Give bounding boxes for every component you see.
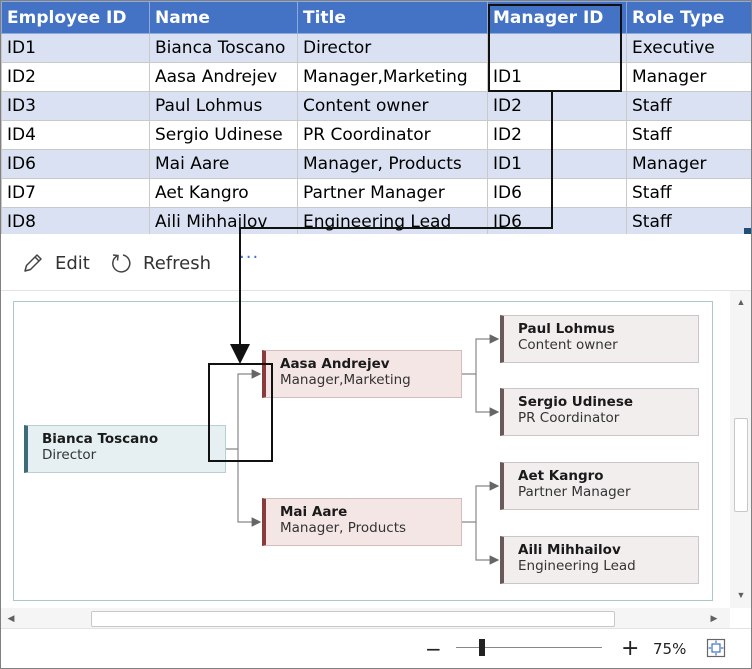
node-title: Partner Manager	[518, 484, 631, 500]
cell[interactable]: ID1	[487, 149, 627, 179]
node-name: Bianca Toscano	[42, 431, 159, 447]
cell[interactable]: ID3	[1, 91, 150, 121]
zoom-out-button[interactable]: −	[425, 637, 442, 661]
cell[interactable]: Staff	[626, 178, 751, 208]
org-node-staff[interactable]: Sergio Udinese PR Coordinator	[500, 388, 699, 436]
zoom-in-button[interactable]: +	[621, 636, 640, 661]
node-name: Paul Lohmus	[518, 321, 615, 337]
cell[interactable]: Partner Manager	[297, 178, 488, 208]
cell[interactable]: Manager,Marketing	[297, 62, 488, 92]
org-chart-canvas[interactable]: Bianca Toscano Director Aasa Andrejev Ma…	[13, 301, 713, 601]
cell[interactable]: Content owner	[297, 91, 488, 121]
cell[interactable]: ID1	[1, 33, 150, 63]
edit-label: Edit	[55, 252, 90, 274]
table-row: ID8 Aili Mihhailov Engineering Lead ID6 …	[1, 207, 751, 234]
cell[interactable]: Bianca Toscano	[149, 33, 298, 63]
col-header-title[interactable]: Title	[297, 1, 488, 34]
zoom-level: 75%	[653, 640, 687, 658]
cell[interactable]: ID8	[1, 207, 150, 234]
zoom-slider-thumb[interactable]	[479, 639, 485, 656]
cell[interactable]: Staff	[626, 120, 751, 150]
visual-toolbar: Edit Refresh ···	[1, 237, 751, 289]
org-node-staff[interactable]: Aili Mihhailov Engineering Lead	[500, 536, 699, 584]
cell[interactable]: ID2	[487, 120, 627, 150]
col-header-name[interactable]: Name	[149, 1, 298, 34]
vertical-scrollbar[interactable]: ▲ ▼	[730, 291, 751, 608]
spreadsheet: Employee ID Name Title Manager ID Role T…	[1, 1, 751, 234]
table-row: ID4 Sergio Udinese PR Coordinator ID2 St…	[1, 120, 751, 150]
org-node-staff[interactable]: Paul Lohmus Content owner	[500, 315, 699, 363]
org-node-manager[interactable]: Mai Aare Manager, Products	[262, 498, 462, 546]
cell[interactable]: Aet Kangro	[149, 178, 298, 208]
cell[interactable]: ID6	[487, 178, 627, 208]
node-title: Manager, Products	[280, 520, 407, 536]
refresh-button[interactable]: Refresh	[109, 249, 211, 277]
col-header-employee-id[interactable]: Employee ID	[1, 1, 150, 34]
col-header-manager-id[interactable]: Manager ID	[487, 1, 627, 34]
employee-table: Employee ID Name Title Manager ID Role T…	[1, 1, 751, 234]
cell[interactable]: Director	[297, 33, 488, 63]
table-row: ID1 Bianca Toscano Director Executive	[1, 33, 751, 63]
pencil-icon	[24, 254, 42, 272]
cell[interactable]: ID1	[487, 62, 627, 92]
cell[interactable]: Sergio Udinese	[149, 120, 298, 150]
cell[interactable]: Aili Mihhailov	[149, 207, 298, 234]
cell[interactable]: Mai Aare	[149, 149, 298, 179]
node-title: Manager,Marketing	[280, 372, 411, 388]
col-header-role-type[interactable]: Role Type	[626, 1, 751, 34]
cell[interactable]: ID4	[1, 120, 150, 150]
cell[interactable]: Paul Lohmus	[149, 91, 298, 121]
table-row: ID6 Mai Aare Manager, Products ID1 Manag…	[1, 149, 751, 179]
header-row: Employee ID Name Title Manager ID Role T…	[1, 1, 751, 34]
cell[interactable]: ID2	[487, 91, 627, 121]
status-bar: − + 75%	[1, 628, 751, 668]
node-name: Aasa Andrejev	[280, 356, 390, 372]
refresh-label: Refresh	[143, 252, 211, 274]
scroll-left-icon[interactable]: ◀	[7, 612, 15, 623]
cell[interactable]	[487, 33, 627, 63]
zoom-slider-track[interactable]	[456, 647, 602, 648]
scroll-up-icon[interactable]: ▲	[736, 297, 746, 307]
cell[interactable]: ID2	[1, 62, 150, 92]
edit-button[interactable]: Edit	[21, 249, 90, 277]
cell[interactable]: Manager, Products	[297, 149, 488, 179]
cell[interactable]: ID6	[1, 149, 150, 179]
horizontal-scrollbar[interactable]: ◀ ▶	[1, 608, 730, 629]
org-node-manager[interactable]: Aasa Andrejev Manager,Marketing	[262, 350, 462, 398]
scroll-right-icon[interactable]: ▶	[710, 612, 718, 623]
fit-to-window-icon[interactable]	[706, 638, 726, 658]
cell[interactable]: Staff	[626, 91, 751, 121]
node-name: Mai Aare	[280, 504, 348, 520]
node-name: Aet Kangro	[518, 468, 604, 484]
node-name: Aili Mihhailov	[518, 542, 621, 558]
diagram-area: Bianca Toscano Director Aasa Andrejev Ma…	[1, 290, 751, 629]
vertical-scroll-thumb[interactable]	[734, 418, 748, 512]
cell[interactable]: ID7	[1, 178, 150, 208]
scroll-down-icon[interactable]: ▼	[736, 590, 746, 600]
more-options-button[interactable]: ···	[239, 246, 260, 268]
node-title: Engineering Lead	[518, 558, 636, 574]
node-title: PR Coordinator	[518, 410, 620, 426]
cell[interactable]: ID6	[487, 207, 627, 234]
cell[interactable]: PR Coordinator	[297, 120, 488, 150]
cell[interactable]: Staff	[626, 207, 751, 234]
refresh-icon	[112, 254, 131, 273]
table-row: ID2 Aasa Andrejev Manager,Marketing ID1 …	[1, 62, 751, 92]
cell[interactable]: Manager	[626, 62, 751, 92]
node-name: Sergio Udinese	[518, 394, 634, 410]
node-title: Director	[42, 447, 97, 463]
cell[interactable]: Engineering Lead	[297, 207, 488, 234]
org-node-root[interactable]: Bianca Toscano Director	[24, 425, 226, 473]
table-row: ID7 Aet Kangro Partner Manager ID6 Staff	[1, 178, 751, 208]
table-resize-handle[interactable]	[744, 228, 751, 234]
node-title: Content owner	[518, 337, 618, 353]
table-row: ID3 Paul Lohmus Content owner ID2 Staff	[1, 91, 751, 121]
horizontal-scroll-thumb[interactable]	[91, 611, 615, 627]
org-node-staff[interactable]: Aet Kangro Partner Manager	[500, 462, 699, 510]
cell[interactable]: Executive	[626, 33, 751, 63]
cell[interactable]: Manager	[626, 149, 751, 179]
cell[interactable]: Aasa Andrejev	[149, 62, 298, 92]
